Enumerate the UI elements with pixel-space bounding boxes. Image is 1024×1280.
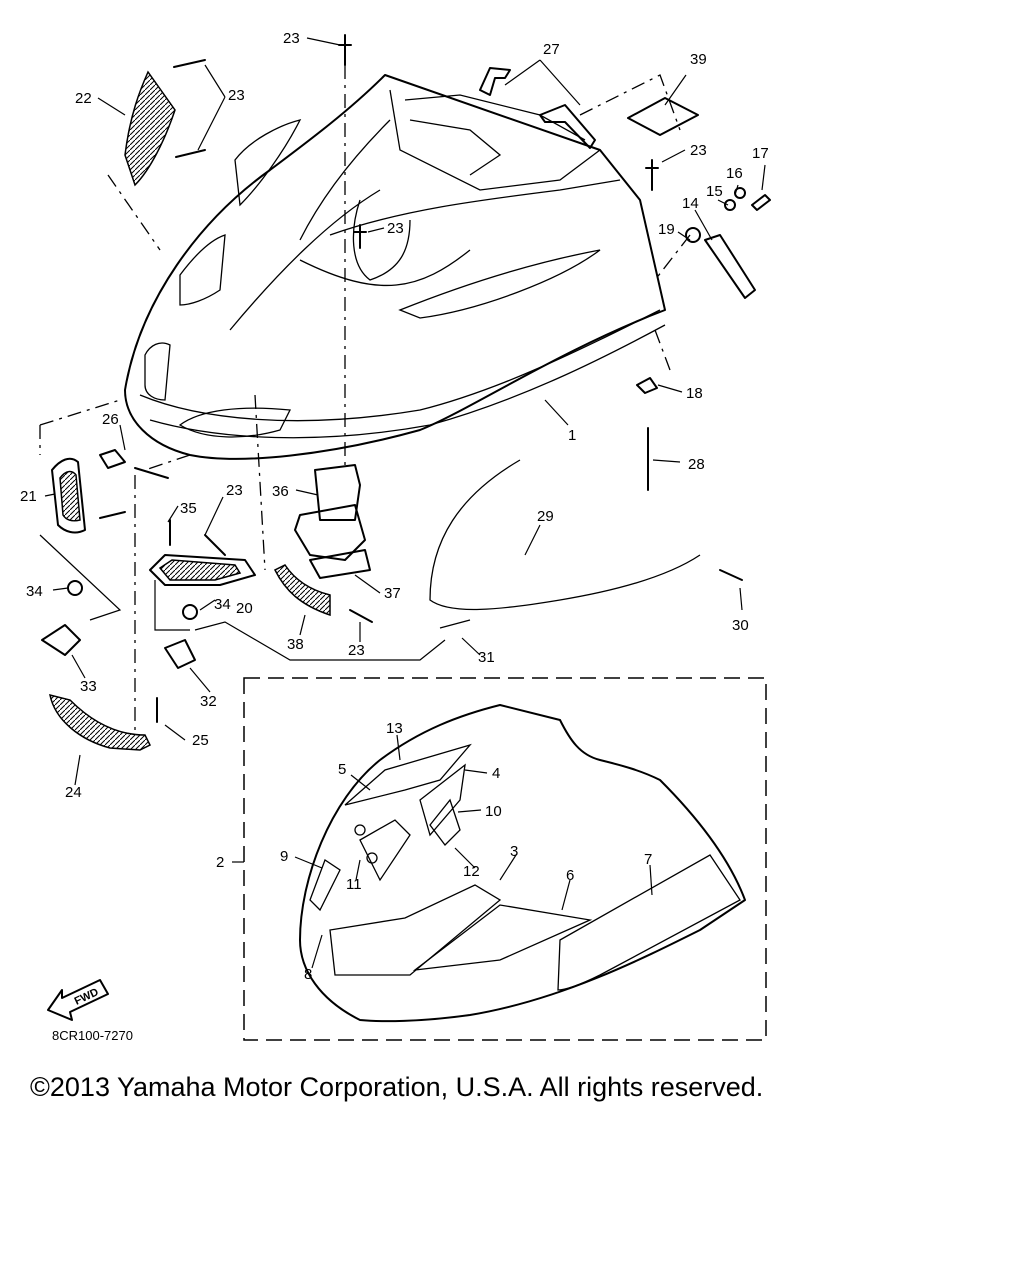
callout-16: 16 xyxy=(726,165,743,182)
copyright-notice: ©2013 Yamaha Motor Corporation, U.S.A. A… xyxy=(30,1072,764,1102)
callout-31: 31 xyxy=(478,649,495,666)
trim-24 xyxy=(49,693,152,751)
callout-22: 22 xyxy=(75,90,92,107)
callout-15: 15 xyxy=(706,183,723,200)
callout-37: 37 xyxy=(384,585,401,602)
callout-13: 13 xyxy=(386,720,403,737)
callout-35: 35 xyxy=(180,500,197,517)
strap-14 xyxy=(704,234,756,299)
plate-39 xyxy=(627,97,699,136)
duct-20 xyxy=(149,554,256,586)
vent-21 xyxy=(51,457,86,534)
duct-38 xyxy=(273,564,331,617)
decal-set-hood xyxy=(299,704,746,1023)
callout-26: 26 xyxy=(102,411,119,428)
callout-24: 24 xyxy=(65,784,82,801)
parts-diagram: 23 27 39 22 23 23 17 16 15 14 23 19 18 1… xyxy=(20,30,771,1043)
callout-21: 21 xyxy=(20,488,37,505)
callout-4: 4 xyxy=(492,765,500,782)
callout-34: 34 xyxy=(26,583,43,600)
callout-27: 27 xyxy=(543,41,560,58)
callout-30: 30 xyxy=(732,617,749,634)
callout-34: 34 xyxy=(214,596,231,613)
callout-14: 14 xyxy=(682,195,699,212)
callout-20: 20 xyxy=(236,600,253,617)
decal-set-box xyxy=(243,677,767,1041)
hardware xyxy=(41,187,771,669)
fwd-arrow-icon: FWD xyxy=(47,979,109,1021)
callout-23: 23 xyxy=(226,482,243,499)
callout-17: 17 xyxy=(752,145,769,162)
callout-5: 5 xyxy=(338,761,346,778)
callout-23: 23 xyxy=(283,30,300,47)
callout-numbers: 23 27 39 22 23 23 17 16 15 14 23 19 18 1… xyxy=(20,30,769,983)
callout-7: 7 xyxy=(644,851,652,868)
callout-11: 11 xyxy=(346,876,362,893)
spring-31 xyxy=(439,619,471,629)
callout-33: 33 xyxy=(80,678,97,695)
hood-body xyxy=(124,74,666,460)
callout-32: 32 xyxy=(200,693,217,710)
callout-25: 25 xyxy=(192,732,209,749)
callout-8: 8 xyxy=(304,966,312,983)
callout-28: 28 xyxy=(688,456,705,473)
callout-12: 12 xyxy=(463,863,480,880)
callout-9: 9 xyxy=(280,848,288,865)
callout-19: 19 xyxy=(658,221,675,238)
part-code: 8CR100-7270 xyxy=(52,1028,133,1043)
callout-1: 1 xyxy=(568,427,576,444)
callout-23: 23 xyxy=(228,87,245,104)
callout-39: 39 xyxy=(690,51,707,68)
assembly-lines xyxy=(39,65,691,735)
callout-10: 10 xyxy=(485,803,502,820)
louver-22 xyxy=(124,70,176,187)
callout-2: 2 xyxy=(216,854,224,871)
callout-3: 3 xyxy=(510,843,518,860)
airbox-36-37 xyxy=(294,464,371,579)
callout-38: 38 xyxy=(287,636,304,653)
callout-18: 18 xyxy=(686,385,703,402)
callout-6: 6 xyxy=(566,867,574,884)
callout-23: 23 xyxy=(348,642,365,659)
callout-36: 36 xyxy=(272,483,289,500)
cable-29 xyxy=(429,459,701,611)
fasteners xyxy=(99,34,743,723)
handle-27a xyxy=(479,67,511,96)
callout-29: 29 xyxy=(537,508,554,525)
handle-27b xyxy=(539,104,596,149)
callout-23: 23 xyxy=(387,220,404,237)
callout-23: 23 xyxy=(690,142,707,159)
callout-leaders xyxy=(44,37,766,969)
